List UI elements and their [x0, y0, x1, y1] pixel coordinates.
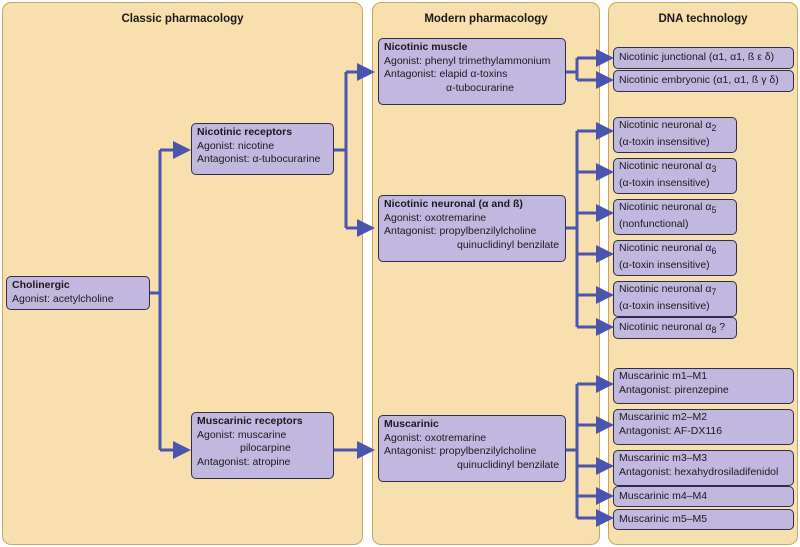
nicotinic-neuronal-antagonist: Antagonist: propylbenzilylcholine	[384, 225, 537, 237]
alpha5-subscript: 5	[711, 205, 717, 216]
muscarinic-modern-agonist: Agonist: oxotremarine	[384, 431, 487, 444]
alpha6-note: (α-toxin insensitive)	[619, 258, 710, 271]
muscarinic-modern-box: Muscarinic Agonist: oxotremarine Antagon…	[378, 415, 566, 482]
neuronal-prefix: Nicotinic neuronal α	[619, 201, 712, 213]
neuronal-prefix: Nicotinic neuronal α	[619, 119, 712, 131]
nicotinic-muscle-antagonist-2: α-tubocurarine	[446, 81, 514, 94]
muscarinic-m2-label: Muscarinic m2–M2	[619, 411, 708, 423]
muscarinic-receptors-agonist-2: pilocarpine	[240, 442, 291, 454]
nicotinic-neuronal-box: Nicotinic neuronal (α and ß) Agonist: ox…	[378, 195, 566, 262]
nicotinic-neuronal-alpha6-box: Nicotinic neuronal α6 (α-toxin insensiti…	[613, 240, 737, 276]
cholinergic-box: Cholinergic Agonist: acetylcholine	[6, 276, 150, 310]
muscarinic-m3-antagonist: Antagonist: hexahydrosiladifenidol	[619, 465, 779, 478]
neuronal-prefix: Nicotinic neuronal α	[619, 242, 712, 254]
nicotinic-neuronal-alpha3-box: Nicotinic neuronal α3 (α-toxin insensiti…	[613, 158, 737, 194]
alpha5-note: (nonfunctional)	[619, 217, 689, 230]
muscarinic-m4-label: Muscarinic m4–M4	[619, 490, 708, 502]
nicotinic-junctional-label: Nicotinic junctional (α1, α1, ß ε δ)	[619, 51, 775, 63]
nicotinic-neuronal-alpha8-box: Nicotinic neuronal α8 ?	[613, 317, 737, 339]
nicotinic-neuronal-alpha7-box: Nicotinic neuronal α7 (α-toxin insensiti…	[613, 281, 737, 317]
cholinergic-title: Cholinergic	[12, 279, 70, 291]
nicotinic-neuronal-antagonist-2: quinuclidinyl benzilate	[457, 238, 560, 251]
nicotinic-neuronal-alpha5-box: Nicotinic neuronal α5 (nonfunctional)	[613, 199, 737, 235]
nicotinic-muscle-antagonist: Antagonist: elapid α-toxins	[384, 68, 508, 80]
alpha3-subscript: 3	[711, 164, 717, 175]
nicotinic-receptors-title: Nicotinic receptors	[197, 126, 293, 138]
alpha7-subscript: 7	[711, 287, 717, 298]
muscarinic-modern-antagonist: Antagonist: propylbenzilylcholine	[384, 445, 537, 457]
nicotinic-muscle-title: Nicotinic muscle	[384, 41, 468, 53]
muscarinic-modern-title: Muscarinic	[384, 418, 439, 430]
muscarinic-m3-label: Muscarinic m3–M3	[619, 452, 708, 464]
nicotinic-neuronal-alpha2-box: Nicotinic neuronal α2 (α-toxin insensiti…	[613, 117, 737, 153]
modern-pharmacology-title: Modern pharmacology	[424, 13, 548, 25]
nicotinic-neuronal-agonist: Agonist: oxotremarine	[384, 211, 487, 224]
alpha3-note: (α-toxin insensitive)	[619, 176, 710, 189]
nicotinic-receptors-box: Nicotinic receptors Agonist: nicotine An…	[191, 123, 334, 175]
nicotinic-muscle-agonist: Agonist: phenyl trimethylammonium	[384, 54, 551, 67]
muscarinic-m1-label: Muscarinic m1–M1	[619, 370, 708, 382]
nicotinic-neuronal-title: Nicotinic neuronal (α and ß)	[384, 198, 523, 210]
nicotinic-receptors-agonist: Agonist: nicotine	[197, 139, 275, 152]
classic-pharmacology-title: Classic pharmacology	[121, 13, 244, 25]
muscarinic-m2-box: Muscarinic m2–M2 Antagonist: AF-DX116	[613, 409, 794, 445]
nicotinic-muscle-box: Nicotinic muscle Agonist: phenyl trimeth…	[378, 38, 566, 105]
muscarinic-m2-antagonist: Antagonist: AF-DX116	[619, 424, 723, 437]
neuronal-prefix: Nicotinic neuronal α	[619, 160, 712, 172]
muscarinic-m5-box: Muscarinic m5–M5	[613, 509, 794, 530]
dna-technology-title: DNA technology	[658, 13, 748, 25]
nicotinic-embryonic-label: Nicotinic embryonic (α1, α1, ß γ δ)	[619, 74, 779, 86]
alpha6-subscript: 6	[711, 246, 717, 257]
muscarinic-receptors-antagonist: Antagonist: atropine	[197, 455, 291, 468]
muscarinic-m3-box: Muscarinic m3–M3 Antagonist: hexahydrosi…	[613, 450, 794, 486]
neuronal-prefix: Nicotinic neuronal α	[619, 321, 712, 333]
alpha2-note: (α-toxin insensitive)	[619, 135, 710, 148]
muscarinic-m5-label: Muscarinic m5–M5	[619, 513, 708, 525]
nicotinic-receptors-antagonist: Antagonist: α-tubocurarine	[197, 153, 321, 165]
nicotinic-embryonic-box: Nicotinic embryonic (α1, α1, ß γ δ)	[613, 70, 794, 92]
cholinergic-agonist: Agonist: acetylcholine	[12, 292, 114, 305]
nicotinic-junctional-box: Nicotinic junctional (α1, α1, ß ε δ)	[613, 47, 794, 69]
alpha7-note: (α-toxin insensitive)	[619, 299, 710, 312]
neuronal-prefix: Nicotinic neuronal α	[619, 283, 712, 295]
muscarinic-receptors-box: Muscarinic receptors Agonist: muscarine …	[191, 412, 334, 479]
muscarinic-m1-box: Muscarinic m1–M1 Antagonist: pirenzepine	[613, 368, 794, 404]
alpha8-suffix: ?	[716, 321, 726, 333]
alpha2-subscript: 2	[711, 123, 717, 134]
muscarinic-m4-box: Muscarinic m4–M4	[613, 486, 794, 507]
alpha8-subscript: 8	[711, 325, 717, 336]
muscarinic-modern-antagonist-2: quinuclidinyl benzilate	[457, 458, 560, 471]
muscarinic-receptors-title: Muscarinic receptors	[197, 415, 303, 427]
muscarinic-m1-antagonist: Antagonist: pirenzepine	[619, 383, 729, 396]
muscarinic-receptors-agonist: Agonist: muscarine	[197, 428, 287, 441]
